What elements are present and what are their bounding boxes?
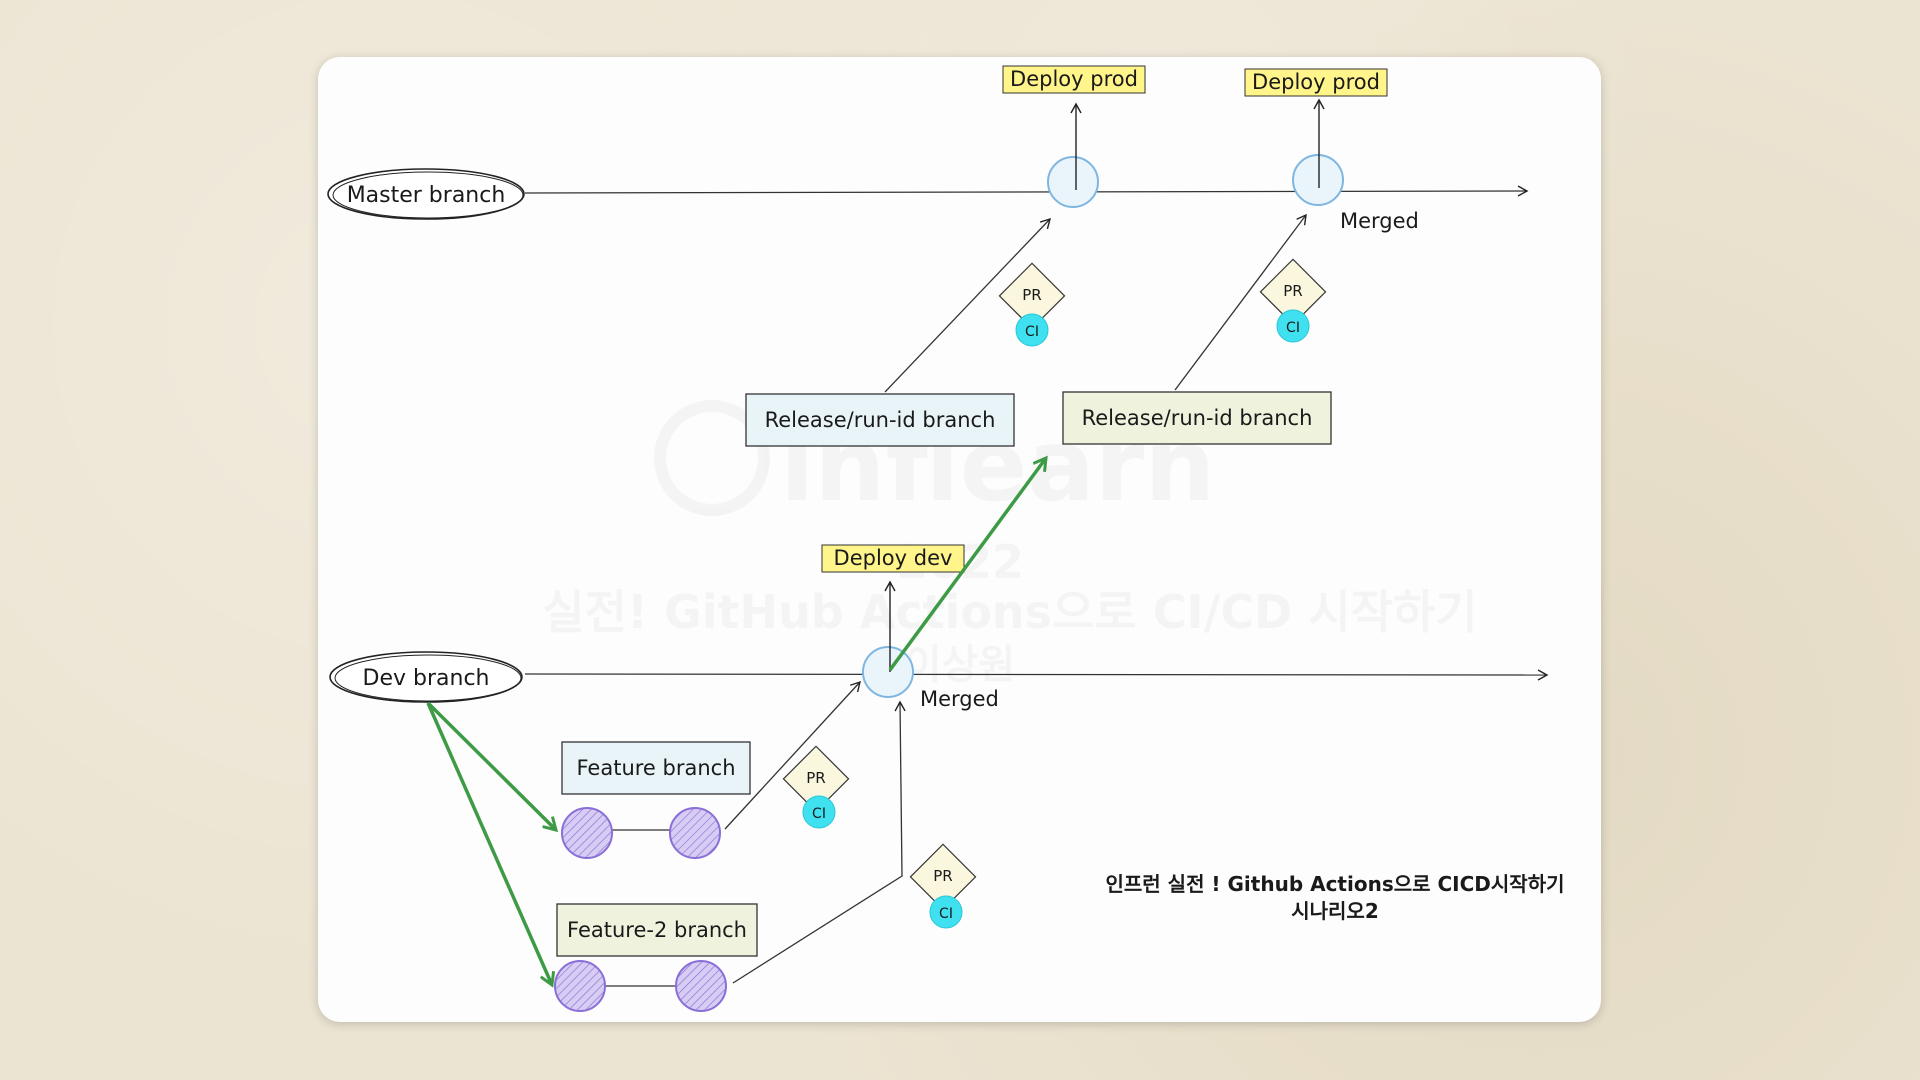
dev-branch-line	[524, 669, 1549, 681]
master-branch-line	[524, 185, 1529, 197]
release-to-master-arrow-1	[884, 217, 1051, 393]
dev-branch-label: Dev branch	[363, 666, 490, 691]
pr-diamond	[998, 262, 1066, 330]
master-branch-label: Master branch	[347, 183, 506, 208]
master-merge-1: Deploy prod	[1002, 65, 1146, 208]
feature-branch-label: Feature branch	[576, 756, 735, 780]
ci-label: CI	[812, 806, 826, 822]
merge-commit-circle	[862, 646, 914, 698]
feature2-branch-group: Feature-2 branch	[554, 700, 906, 1012]
pr-ci-badge-2: PR CI	[1259, 258, 1327, 343]
feature-branch-group: Feature branch	[561, 680, 861, 859]
watermark-logo-icon	[654, 400, 770, 516]
deploy-prod-2-sticky	[1244, 68, 1388, 97]
pr-diamond	[782, 745, 850, 813]
caption-line-2: 시나리오2	[1291, 899, 1379, 923]
release-branch-2-box	[1062, 391, 1332, 445]
pr-diamond	[909, 843, 977, 911]
master-branch-group: Master branch	[327, 168, 1529, 220]
dev-to-feature2-green-arrow	[426, 702, 552, 985]
pr-ci-badge-3: PR CI	[782, 745, 850, 829]
deploy-prod-1-sticky	[1002, 65, 1146, 94]
pr-ci-badge-1: PR CI	[998, 262, 1066, 347]
pr-label: PR	[806, 769, 825, 787]
feature2-commit-1	[554, 960, 606, 1012]
pr-ci-badge-4: PR CI	[909, 843, 977, 929]
caption-line-1: 인프런 실전 ! Github Actions으로 CICD시작하기	[1106, 872, 1565, 896]
deploy-dev-sticky	[821, 544, 965, 573]
ci-circle	[1276, 309, 1310, 343]
caption: 인프런 실전 ! Github Actions으로 CICD시작하기 시나리오2	[1106, 872, 1565, 923]
ci-circle	[802, 795, 836, 829]
dev-branch-node	[329, 651, 523, 703]
feature2-to-dev-arrow	[732, 700, 906, 984]
master-branch-node	[327, 168, 525, 220]
dev-branch-group: Dev branch	[329, 651, 1549, 703]
merged-dev-label: Merged	[920, 687, 999, 711]
watermark-author: 이상원	[905, 642, 1015, 688]
release-to-master-arrow-2	[1174, 213, 1307, 391]
merge-commit-circle	[1047, 156, 1099, 208]
release-branch-1-box	[745, 393, 1015, 447]
ci-label: CI	[1025, 324, 1039, 340]
master-merge-2: Deploy prod Merged	[1244, 68, 1419, 233]
pr-label: PR	[933, 867, 952, 885]
dev-merge-group: Deploy dev Merged	[821, 458, 1046, 711]
pr-label: PR	[1022, 286, 1041, 304]
merged-master-label: Merged	[1340, 209, 1419, 233]
ci-circle	[1015, 313, 1049, 347]
merge-commit-circle	[1292, 154, 1344, 206]
deploy-dev-label: Deploy dev	[834, 546, 953, 570]
watermark-title: 실전! GitHub Actions으로 CI/CD 시작하기	[542, 585, 1477, 639]
deploy-prod-1-label: Deploy prod	[1010, 67, 1138, 91]
pr-label: PR	[1283, 282, 1302, 300]
watermark: inflearn 2022 실전! GitHub Actions으로 CI/CD…	[542, 400, 1478, 688]
ci-label: CI	[939, 906, 953, 922]
deploy-prod-2-label: Deploy prod	[1252, 70, 1380, 94]
feature2-commit-2	[675, 960, 727, 1012]
release-branch-2-label: Release/run-id branch	[1082, 406, 1313, 430]
dev-to-feature-green-arrow	[426, 701, 556, 830]
feature-commit-1	[561, 807, 613, 859]
pr-diamond	[1259, 258, 1327, 326]
release-branch-1-label: Release/run-id branch	[765, 408, 996, 432]
ci-circle	[929, 895, 963, 929]
feature2-branch-box	[556, 903, 758, 957]
dev-to-release-green-arrow	[888, 458, 1046, 672]
feature-commit-2	[669, 807, 721, 859]
feature-to-dev-arrow	[724, 680, 861, 830]
release-branch-1-group: Release/run-id branch	[745, 217, 1051, 447]
release-branch-2-group: Release/run-id branch	[1062, 213, 1332, 445]
feature-branch-box	[561, 741, 751, 795]
feature2-branch-label: Feature-2 branch	[567, 918, 747, 942]
ci-label: CI	[1286, 320, 1300, 336]
